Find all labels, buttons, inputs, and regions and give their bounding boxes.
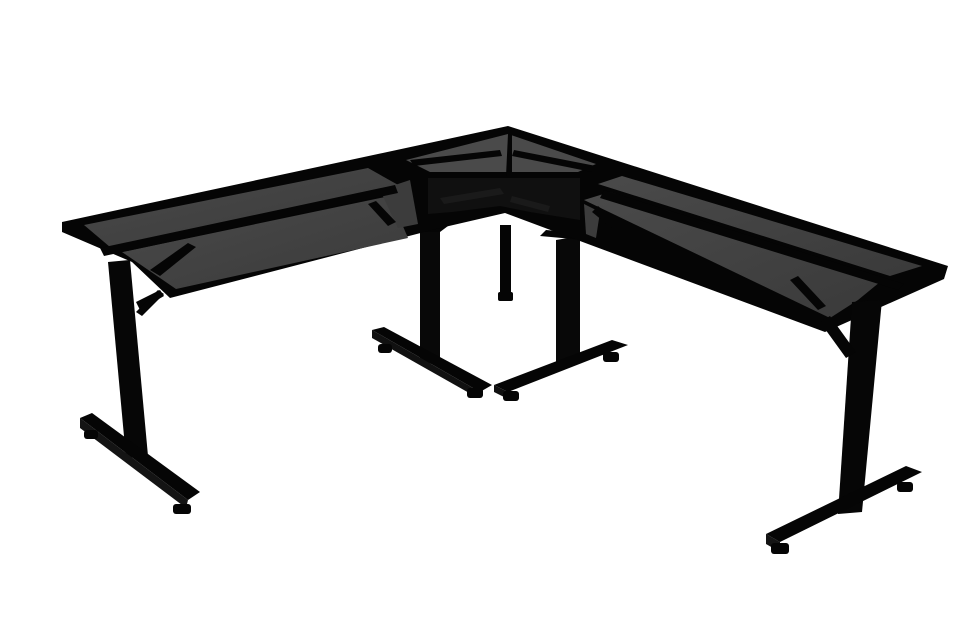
- center-right-leg: [494, 236, 628, 401]
- glass-panel-left-front: [122, 196, 408, 289]
- center-left-leg: [372, 228, 492, 398]
- glass-panel-right-back: [598, 176, 922, 276]
- desk-top: [62, 126, 948, 332]
- rear-corner-leg: [498, 225, 513, 301]
- right-leg: [766, 300, 922, 554]
- glass-panel-left-back: [84, 168, 400, 247]
- desk-frame: [62, 126, 948, 332]
- left-leg: [80, 260, 200, 514]
